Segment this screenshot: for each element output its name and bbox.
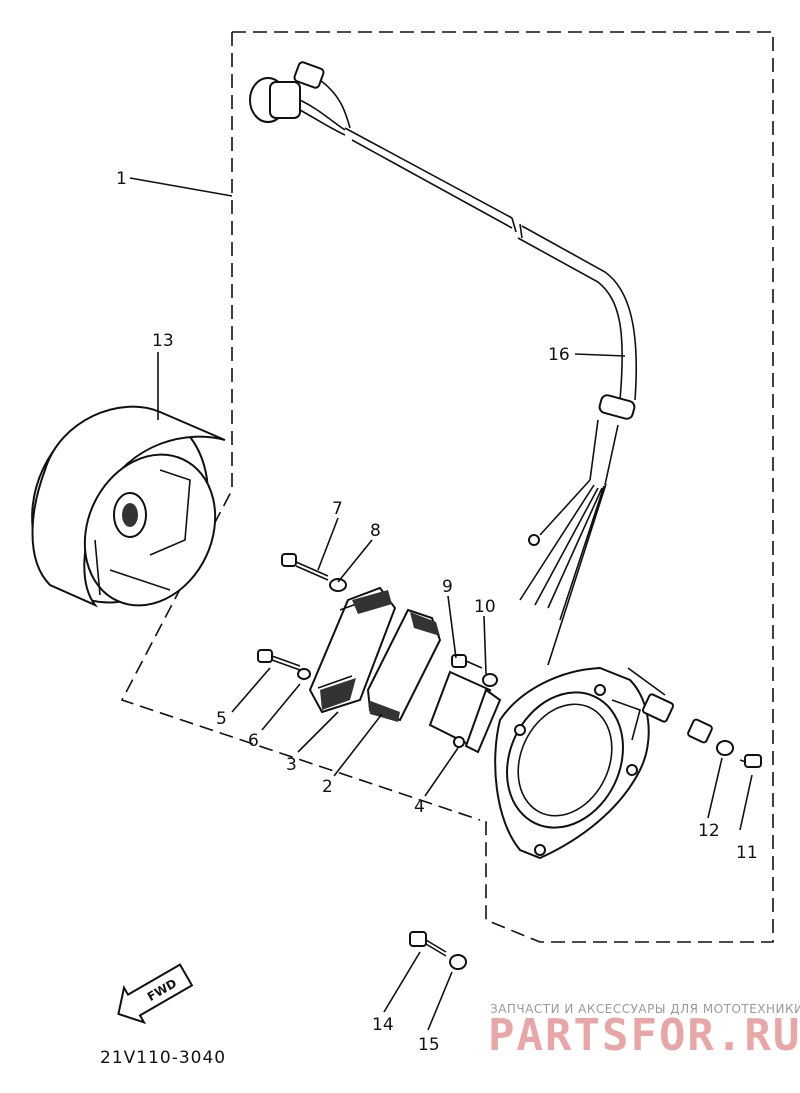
washer-10 xyxy=(482,673,498,687)
callout-12: 12 xyxy=(698,821,720,841)
screw-11 xyxy=(739,754,762,768)
callout-16: 16 xyxy=(548,345,570,365)
washer-6 xyxy=(297,668,311,680)
washer-15 xyxy=(449,954,467,970)
callout-6: 6 xyxy=(248,731,259,751)
callout-15: 15 xyxy=(418,1035,440,1055)
fwd-arrow: FWD xyxy=(117,963,194,1025)
callout-5: 5 xyxy=(216,709,227,729)
pickup-coil xyxy=(627,667,713,744)
coil-2 xyxy=(366,608,442,722)
callout-2: 2 xyxy=(322,777,333,797)
stator-base-plate xyxy=(494,666,650,860)
callout-11: 11 xyxy=(736,843,758,863)
callout-3: 3 xyxy=(286,755,297,775)
bolt-14 xyxy=(409,931,447,957)
callout-9: 9 xyxy=(442,577,453,597)
bracket-4 xyxy=(428,670,502,754)
callout-7: 7 xyxy=(332,499,343,519)
washer-8 xyxy=(329,578,347,592)
callout-13: 13 xyxy=(152,331,174,351)
watermark-tagline: ЗАПЧАСТИ И АКСЕССУАРЫ ДЛЯ МОТОТЕХНИКИ xyxy=(490,1002,800,1016)
diagram-part-code: 21V110-3040 xyxy=(100,1048,226,1068)
callout-10: 10 xyxy=(474,597,496,617)
callout-8: 8 xyxy=(370,521,381,541)
coil-3 xyxy=(308,586,397,714)
callout-14: 14 xyxy=(372,1015,394,1035)
washer-12 xyxy=(716,740,734,756)
assembly-boundary xyxy=(120,31,774,943)
wire-harness xyxy=(249,61,638,666)
watermark-brand: PARTSFOR.RU xyxy=(488,1010,800,1061)
bolt-7 xyxy=(281,553,329,581)
callout-4: 4 xyxy=(414,797,425,817)
bolt-5 xyxy=(257,649,301,671)
flywheel xyxy=(31,405,226,608)
callout-1: 1 xyxy=(116,169,127,189)
leader-lines xyxy=(129,177,753,1031)
